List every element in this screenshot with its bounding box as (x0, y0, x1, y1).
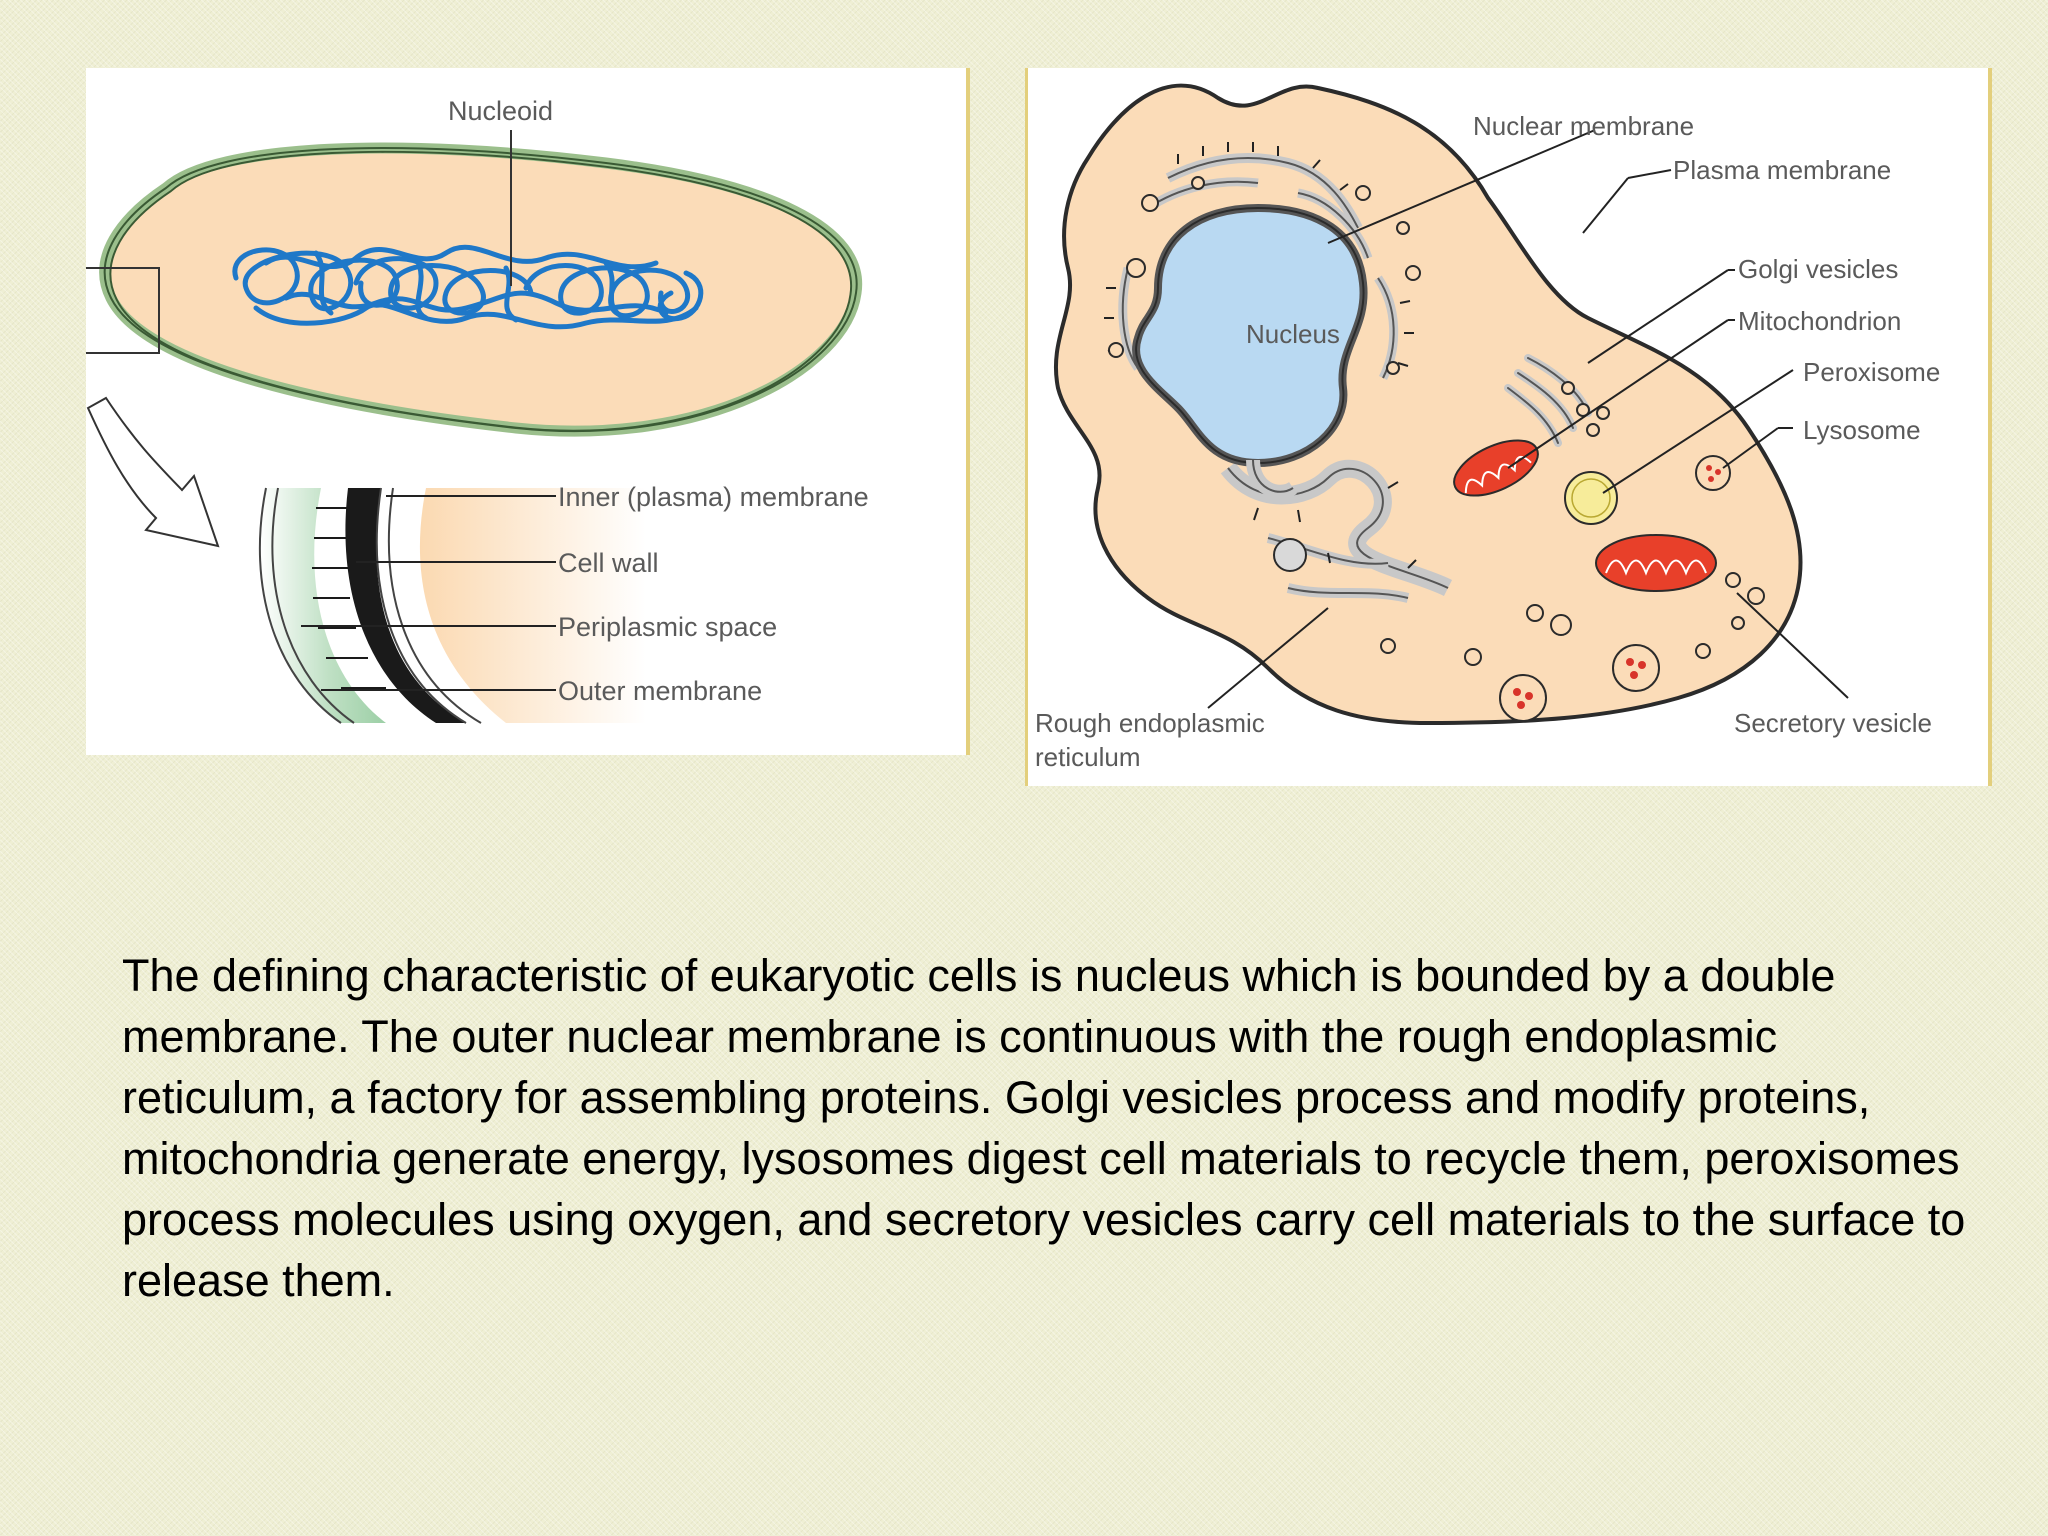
eukaryotic-cell-diagram: Nucleus (1025, 68, 1992, 786)
inner-membrane-label: Inner (plasma) membrane (558, 482, 869, 512)
prokaryote-cell-outline (103, 147, 858, 433)
leader-lines (1207, 129, 1849, 709)
lysosome-label: Lysosome (1803, 415, 1921, 445)
prokaryotic-cell-svg: Nucleoid (86, 96, 869, 724)
plasma-membrane-label: Plasma membrane (1673, 155, 1891, 185)
prokaryotic-cell-diagram: Nucleoid (86, 68, 970, 755)
peroxisome-label: Peroxisome (1803, 357, 1940, 387)
nuclear-membrane-label: Nuclear membrane (1473, 111, 1694, 141)
caption-text: The defining characteristic of eukaryoti… (122, 950, 1966, 1306)
membrane-cross-section (258, 487, 646, 724)
outer-membrane-label: Outer membrane (558, 676, 762, 706)
mitochondrion-label: Mitochondrion (1738, 306, 1901, 336)
zoom-box (86, 267, 160, 354)
lysosome (1695, 455, 1731, 491)
eukaryotic-cell-svg: Nucleus (1035, 83, 1940, 772)
periplasmic-space-label: Periplasmic space (558, 612, 777, 642)
mitochondrion-2 (1595, 534, 1717, 592)
vesicles (1108, 176, 1765, 666)
lysosome-3 (1499, 674, 1547, 722)
nucleus-label: Nucleus (1246, 319, 1340, 349)
cell-wall-label: Cell wall (558, 548, 659, 578)
zoom-arrow (86, 396, 220, 548)
nucleoid-label: Nucleoid (448, 96, 553, 126)
peroxisome (1564, 471, 1618, 525)
rough-er-label-line1: Rough endoplasmic (1035, 708, 1265, 738)
rough-er-label-line2: reticulum (1035, 742, 1140, 772)
lysosome-2 (1612, 644, 1660, 692)
nucleoid-dna (232, 244, 704, 330)
golgi-vesicles-label: Golgi vesicles (1738, 254, 1898, 284)
secretory-vesicle-label: Secretory vesicle (1734, 708, 1932, 738)
